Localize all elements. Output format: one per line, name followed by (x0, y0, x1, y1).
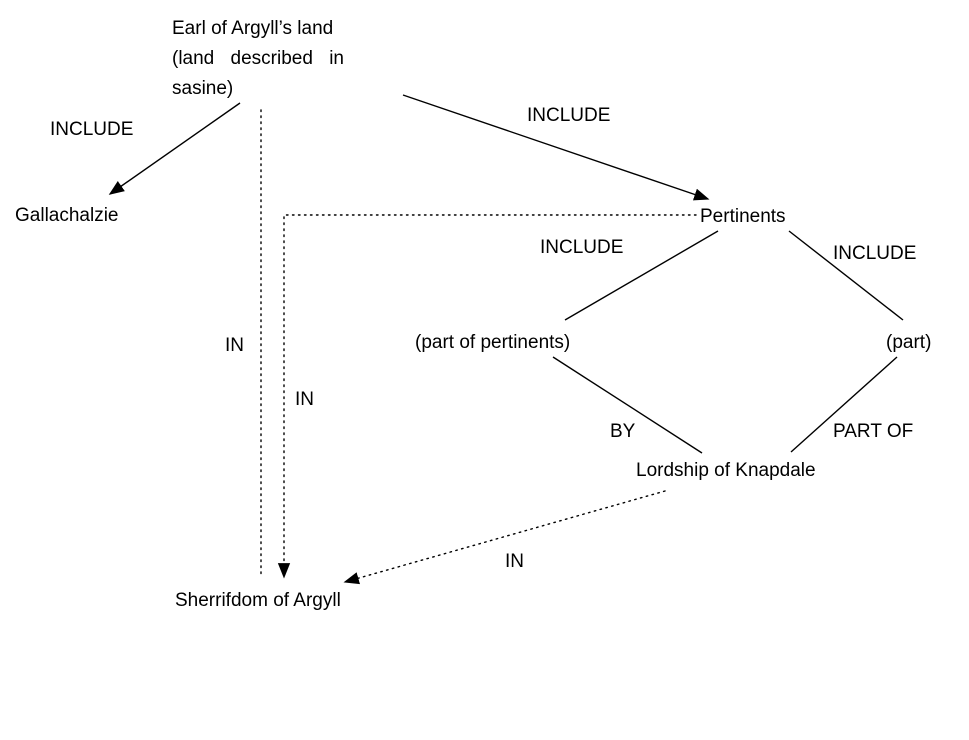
node-part: (part) (886, 332, 932, 353)
edge-label-include-part: INCLUDE (833, 243, 917, 264)
node-lordship-of-knapdale: Lordship of Knapdale (636, 460, 816, 481)
node-pertinents: Pertinents (700, 206, 786, 227)
edge-label-include-gallachalzie: INCLUDE (50, 119, 134, 140)
node-gallachalzie: Gallachalzie (15, 205, 119, 226)
edge-label-include-pertinents: INCLUDE (527, 105, 611, 126)
node-sherrifdom-of-argyll: Sherrifdom of Argyll (175, 590, 341, 611)
edge-label-by: BY (610, 421, 636, 442)
edge-label-in-earl-to-sherrifdom: IN (225, 335, 244, 356)
edge-label-in-lordship-to-sherrifdom: IN (505, 551, 524, 572)
edge-label-in-pertinents-to-sherrifdom: IN (295, 389, 314, 410)
node-earl-line3: sasine) (172, 78, 234, 99)
edge-label-include-part-of-pertinents: INCLUDE (540, 237, 624, 258)
edge-pertinents-to-sherrifdom (277, 214, 697, 579)
node-earl-line1: Earl of Argyll’s land (172, 18, 334, 39)
node-earl-of-argylls-land: Earl of Argyll’s land (land described in… (172, 14, 400, 104)
node-earl-line2: (land described in (172, 48, 344, 69)
edge-earl-to-gallachalzie (108, 102, 241, 195)
edge-label-part-of: PART OF (833, 421, 914, 442)
node-part-of-pertinents: (part of pertinents) (415, 332, 571, 353)
